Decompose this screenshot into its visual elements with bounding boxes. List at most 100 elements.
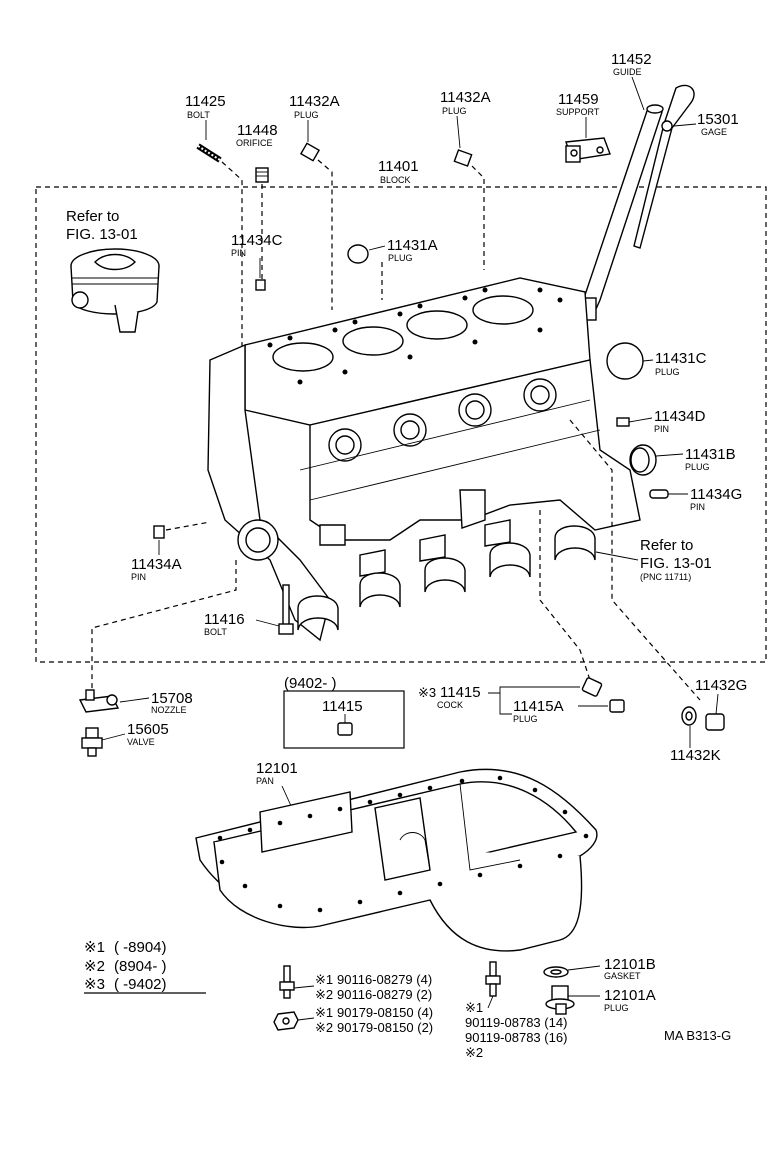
plug-11432a-right-drawing [453,149,473,167]
legend: ※1 ( -8904) ※2 (8904- ) ※3 ( -9402) [84,939,206,994]
gasket-12101b-drawing [543,966,569,978]
part-number-11415a: 11415A [513,698,564,715]
part-number-11434a: 11434A [131,556,182,573]
stud-mark-2: ※2 [465,1045,483,1060]
orifice-11448-drawing [255,167,269,183]
block-assembly-boundary [35,186,767,663]
part-number-12101a: 12101A [604,987,656,1004]
part-number-11432a-left: 11432A [289,93,340,110]
refer-pnc-bearing: (PNC 11711) [640,572,691,582]
part-name-11401: BLOCK [380,175,411,185]
refer-to-label-piston: Refer to [66,208,119,225]
inset-part-number: 11415 [322,698,363,715]
part-name-11452: GUIDE [613,67,642,77]
part-name-15708: NOZZLE [151,705,187,715]
part-number-11431c: 11431C [655,350,707,367]
bolt-a2-text: 90116-08279 (2) [337,987,432,1002]
legend-mark-1: ※1 [84,939,105,956]
part-number-11432k: 11432K [670,747,721,764]
bolt-a1-text: 90116-08279 (4) [337,972,432,987]
inset-box [283,690,405,749]
pin-11434a-drawing [153,525,165,539]
pin-11434d-drawing [616,417,630,427]
plug-11415a-drawing [609,699,625,713]
part-number-11416: 11416 [204,611,245,628]
part-name-11434d: PIN [654,424,669,434]
part-number-11431b: 11431B [685,446,736,463]
part-name-15301: GAGE [701,127,727,137]
stud-mark-1: ※1 [465,1000,483,1015]
refer-to-fig-piston: FIG. 13-01 [66,226,138,243]
main-bearing-shells-drawing [297,525,596,631]
part-number-11448: 11448 [237,122,278,139]
part-name-11459: SUPPORT [556,107,600,117]
gasket-11432k-drawing [681,706,697,726]
part-name-11416: BOLT [204,627,227,637]
part-number-11434g: 11434G [690,486,742,503]
piston-drawing [70,248,160,333]
part-number-11459: 11459 [558,91,599,108]
part-name-11425: BOLT [187,110,210,120]
part-number-15708: 15708 [151,690,193,707]
stud-c2-text: 90119-08783 (16) [465,1030,567,1045]
part-number-11434d: 11434D [654,408,706,425]
part-number-12101b: 12101B [604,956,656,973]
part-name-11431a: PLUG [388,253,413,263]
part-name-12101a: PLUG [604,1003,629,1013]
part-name-11434g: PIN [690,502,705,512]
valve-15605-drawing [81,727,103,757]
refer-to-label-bearing: Refer to [640,537,693,554]
legend-mark-2: ※2 [84,958,105,975]
legend-range-2: (8904- ) [114,958,167,975]
part-name-11448: ORIFICE [236,138,273,148]
inset-cock-drawing [337,722,353,736]
pin-11434g-drawing [649,489,669,499]
part-number-11425: 11425 [185,93,226,110]
part-name-11434c: PIN [231,248,246,258]
plug-11432a-left-drawing [299,142,321,162]
plug-11431b-drawing [629,444,657,476]
bolt-a1-mark: ※1 [315,972,333,987]
plug-12101a-drawing [545,985,575,1015]
bolt-a2-mark: ※2 [315,987,333,1002]
part-name-11431c: PLUG [655,367,680,377]
part-number-11415: 11415 [440,684,481,701]
plug-11431a-drawing [347,244,369,264]
legend-mark-3: ※3 [84,976,105,993]
oil-level-guide-11452-drawing [577,104,664,321]
part-number-15605: 15605 [127,721,169,738]
part-number-11432g: 11432G [695,677,747,694]
nut-b2-mark: ※2 [315,1020,333,1035]
refer-to-fig-bearing: FIG. 13-01 [640,555,712,572]
nut-90179-drawing [273,1011,299,1031]
figure-code: MA B313-G [664,1028,731,1043]
nut-b1-text: 90179-08150 (4) [337,1005,433,1020]
inset-date-range: (9402- ) [284,675,337,692]
cock-11415-drawing [581,677,603,697]
part-name-12101b: GASKET [604,971,641,981]
plug-11431c-drawing [606,342,644,380]
bolt-90116-drawing [279,965,295,999]
nozzle-15708-drawing [78,689,120,713]
oil-pan-12101-drawing [195,768,598,952]
part-name-11415: COCK [437,700,463,710]
part-number-11432a-right: 11432A [440,89,491,106]
mark-11415: ※3 [418,685,436,700]
bolt-11416-drawing [278,584,294,635]
part-name-11432a-left: PLUG [294,110,319,120]
part-number-11431a: 11431A [387,237,438,254]
oil-level-gage-15301-drawing [633,84,695,249]
part-number-12101: 12101 [256,760,298,777]
stud-c1-text: 90119-08783 (14) [465,1015,567,1030]
stud-90119-drawing [485,961,501,997]
plug-11432g-drawing [705,713,725,731]
part-name-11431b: PLUG [685,462,710,472]
support-11459-drawing [565,137,611,163]
nut-b1-mark: ※1 [315,1005,333,1020]
part-name-11415a: PLUG [513,714,538,724]
legend-range-3: ( -9402) [114,976,167,993]
part-name-12101: PAN [256,776,274,786]
part-number-15301: 15301 [697,111,739,128]
part-number-11452: 11452 [611,51,652,68]
